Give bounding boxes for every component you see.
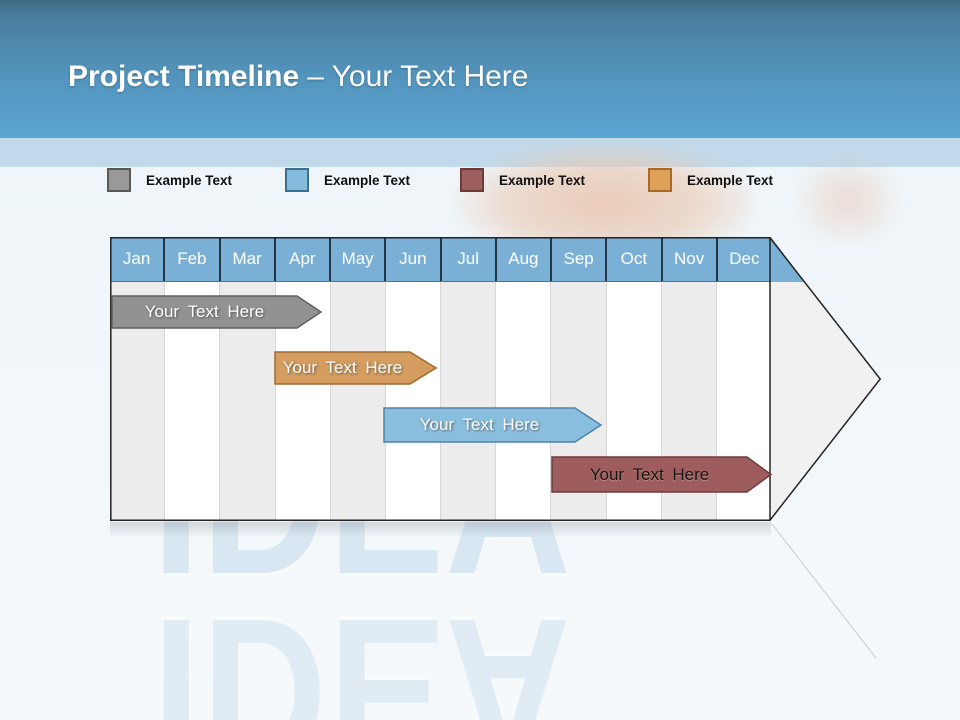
month-cell: Oct <box>605 237 661 281</box>
legend-swatch-1 <box>285 168 309 192</box>
legend-item-orange: Example Text <box>648 168 773 192</box>
month-cell: Apr <box>273 237 329 281</box>
month-header-row: Jan Feb Mar Apr May Jun Jul Aug Sep Oct … <box>110 237 771 282</box>
month-cell: May <box>329 237 385 281</box>
legend-swatch-0 <box>107 168 131 192</box>
legend-item-gray: Example Text <box>107 168 232 192</box>
bar-label-0: Your Text Here <box>144 302 265 321</box>
month-column <box>440 282 496 521</box>
gantt-bar-orange <box>274 351 438 385</box>
page-title: Project Timeline– Your Text Here <box>68 60 528 94</box>
table-reflection <box>110 522 771 538</box>
legend-label: Example Text <box>499 172 586 188</box>
month-column <box>329 282 385 521</box>
arrow-reflection-line <box>771 523 877 659</box>
gantt-bar-gray <box>111 295 323 329</box>
month-cell: Sep <box>550 237 606 281</box>
gantt-bar-maroon <box>551 456 773 493</box>
legend-label: Example Text <box>687 172 774 188</box>
legend-item-blue: Example Text <box>285 168 410 192</box>
month-cell: Mar <box>218 237 274 281</box>
month-cell: Nov <box>660 237 716 281</box>
month-cell: Jun <box>384 237 440 281</box>
legend-label: Example Text <box>324 172 411 188</box>
month-column <box>384 282 441 521</box>
month-cell: Aug <box>494 237 550 281</box>
bar-label-3: Your Text Here <box>589 464 710 484</box>
month-column <box>495 282 551 521</box>
legend-label: Example Text <box>146 172 233 188</box>
month-cell: Jan <box>110 237 164 281</box>
slide-header: Project Timeline– Your Text Here <box>0 0 960 138</box>
legend-item-maroon: Example Text <box>460 168 585 192</box>
month-cell: Jul <box>439 237 495 281</box>
page-title-suffix: – Your Text Here <box>307 60 529 93</box>
legend-swatch-3 <box>648 168 672 192</box>
legend-swatch-2 <box>460 168 484 192</box>
gantt-bar-blue <box>383 407 603 443</box>
bar-label-2: Your Text Here <box>419 415 540 434</box>
page-title-main: Project Timeline <box>68 60 300 93</box>
month-cell: Feb <box>163 237 219 281</box>
bar-label-1: Your Text Here <box>282 358 403 377</box>
month-cell: Dec <box>715 237 771 281</box>
